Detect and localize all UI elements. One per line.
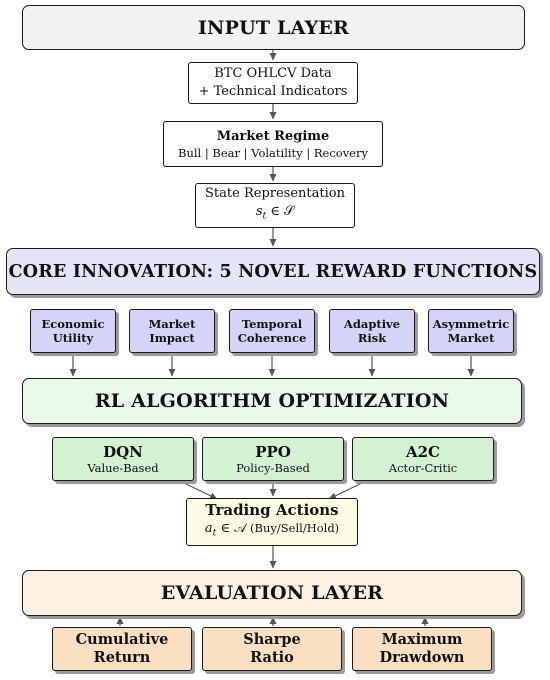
reward-function-line2: Risk [357, 331, 387, 345]
evaluation-layer-title: EVALUATION LAYER [160, 582, 384, 604]
state-formula-sub: t [262, 211, 267, 222]
market-regime-box: Market Regime Bull | Bear | Volatility |… [163, 121, 383, 167]
trading-actions-title: Trading Actions [205, 501, 339, 520]
btc-data-box: BTC OHLCV Data + Technical Indicators [188, 62, 358, 104]
reward-function-line2: Utility [52, 331, 94, 345]
reward-function-line2: Market [447, 331, 495, 345]
metric-line1: Maximum [381, 631, 463, 648]
state-formula: st ∈ 𝒮 [256, 203, 294, 226]
metric-line1: Cumulative [75, 631, 169, 648]
market-regime-subtitle: Bull | Bear | Volatility | Recovery [178, 145, 368, 160]
reward-function-economic-utility: Economic Utility [30, 309, 116, 353]
algorithm-type: Value-Based [87, 460, 159, 475]
reward-function-line2: Impact [149, 331, 195, 345]
algorithm-ppo: PPO Policy-Based [202, 437, 344, 481]
reward-function-temporal-coherence: Temporal Coherence [229, 309, 315, 353]
evaluation-layer-box: EVALUATION LAYER [22, 570, 522, 616]
rl-optimization-title: RL ALGORITHM OPTIMIZATION [94, 390, 450, 412]
core-innovation-box: CORE INNOVATION: 5 NOVEL REWARD FUNCTION… [6, 248, 540, 295]
btc-data-line1: BTC OHLCV Data [214, 66, 332, 81]
actions-formula-rest: ∈ 𝒜 [216, 521, 247, 537]
reward-function-line1: Temporal [241, 317, 303, 331]
btc-data-line2: + Technical Indicators [198, 84, 348, 99]
trading-actions-formula: at ∈ 𝒜 (Buy/Sell/Hold) [205, 519, 339, 543]
reward-function-line1: Market [148, 317, 196, 331]
arrow-a2c-to-actions [328, 480, 367, 500]
reward-function-line1: Asymmetric [432, 317, 510, 331]
reward-function-adaptive-risk: Adaptive Risk [329, 309, 415, 353]
state-formula-rest: ∈ 𝒮 [266, 204, 295, 220]
algorithm-type: Policy-Based [236, 460, 310, 475]
state-formula-var: s [255, 204, 263, 220]
algorithm-a2c: A2C Actor-Critic [352, 437, 494, 481]
reward-function-asymmetric-market: Asymmetric Market [428, 309, 514, 353]
market-regime-title: Market Regime [216, 128, 330, 144]
input-layer-box: INPUT LAYER [22, 5, 525, 50]
actions-formula-sub: t [212, 528, 217, 539]
metric-line1: Sharpe [243, 631, 301, 648]
trading-actions-box: Trading Actions at ∈ 𝒜 (Buy/Sell/Hold) [186, 498, 358, 546]
actions-formula-var: a [204, 521, 213, 537]
metric-line2: Return [93, 649, 151, 666]
core-innovation-title: CORE INNOVATION: 5 NOVEL REWARD FUNCTION… [8, 261, 538, 282]
actions-formula-note: (Buy/Sell/Hold) [246, 521, 340, 536]
metric-cumulative-return: Cumulative Return [52, 627, 192, 671]
reward-function-line1: Adaptive [343, 317, 401, 331]
metric-line2: Drawdown [379, 649, 465, 666]
reward-function-line2: Coherence [237, 331, 307, 345]
algorithm-name: DQN [103, 442, 143, 461]
algorithm-dqn: DQN Value-Based [52, 437, 194, 481]
algorithm-name: A2C [405, 442, 440, 461]
state-representation-box: State Representation st ∈ 𝒮 [195, 183, 355, 228]
algorithm-type: Actor-Critic [388, 460, 458, 475]
metric-sharpe-ratio: Sharpe Ratio [202, 627, 342, 671]
algorithm-name: PPO [255, 442, 291, 461]
reward-function-line1: Economic [41, 317, 105, 331]
reward-function-market-impact: Market Impact [129, 309, 215, 353]
metric-maximum-drawdown: Maximum Drawdown [352, 627, 492, 671]
input-layer-title: INPUT LAYER [197, 16, 350, 39]
arrow-dqn-to-actions [179, 480, 218, 500]
metric-line2: Ratio [250, 649, 294, 666]
state-representation-title: State Representation [205, 186, 345, 202]
rl-optimization-box: RL ALGORITHM OPTIMIZATION [22, 378, 522, 424]
